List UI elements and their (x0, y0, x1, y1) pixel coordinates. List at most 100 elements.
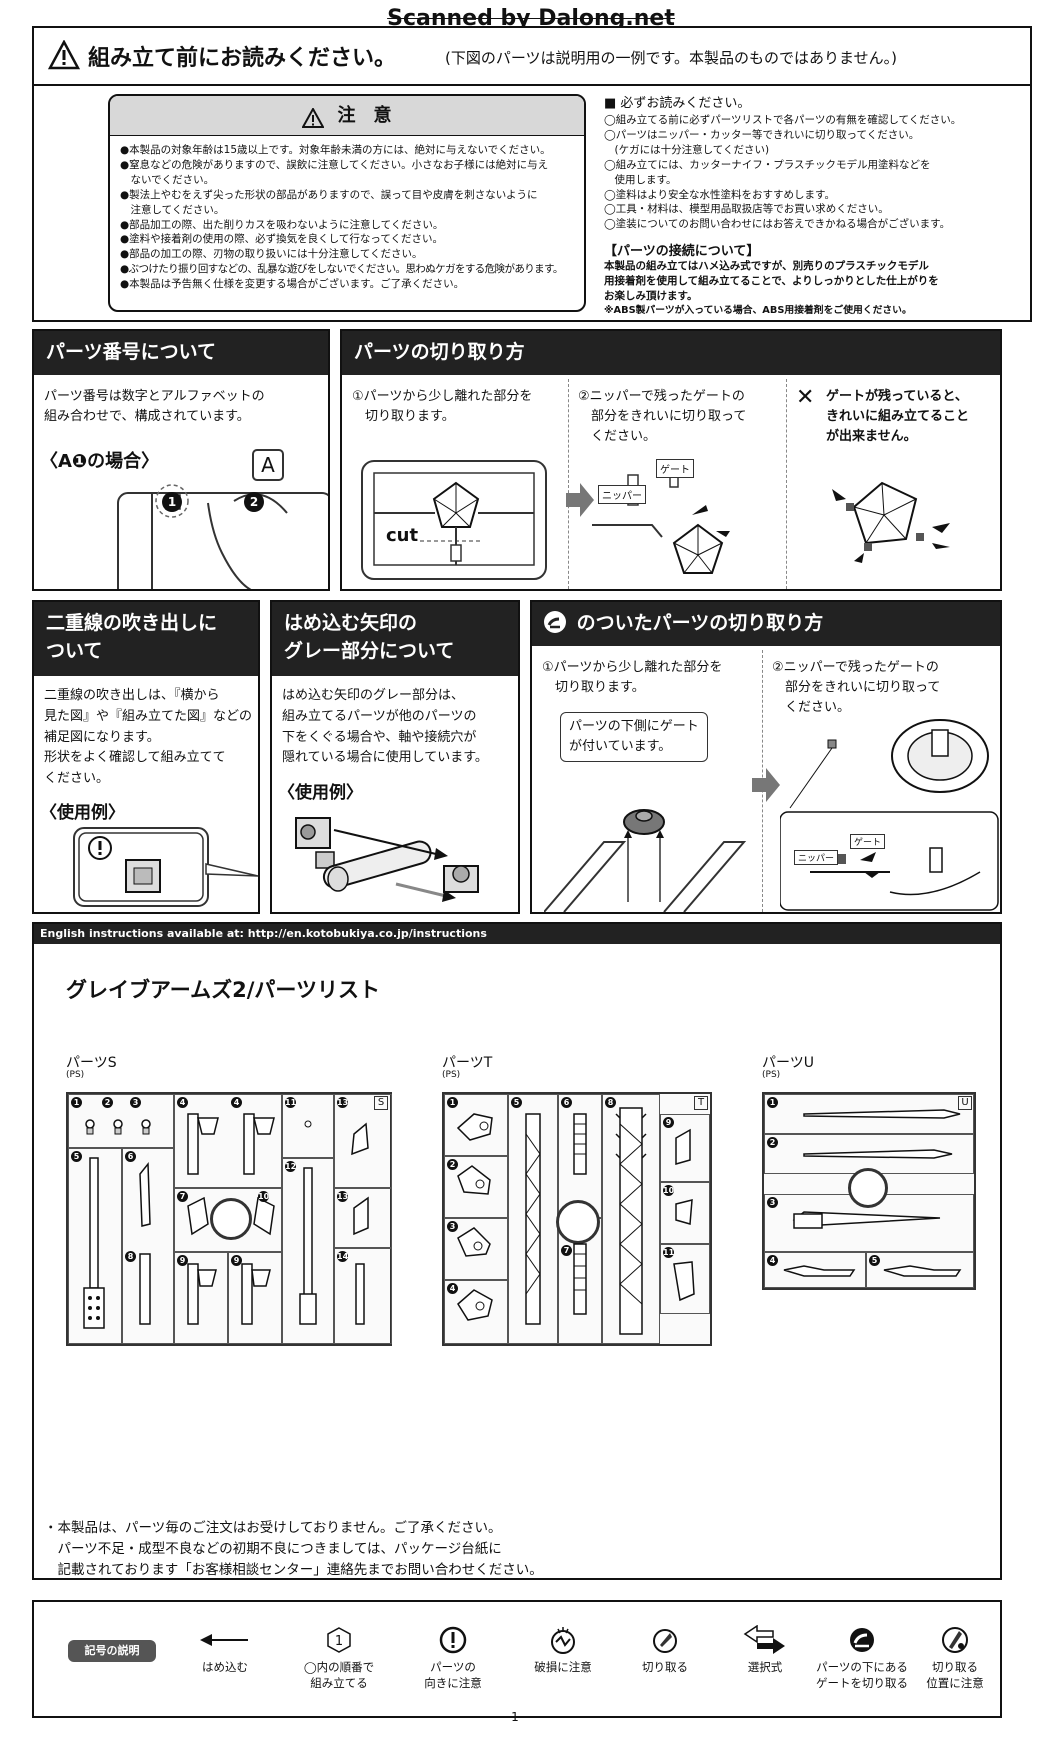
caution-item: ●窒息などの危険がありますので、誤飲に注意してください。小さなお子様には絶対に与… (120, 158, 549, 171)
gray-arrow-text: はめ込む矢印のグレー部分は、 (282, 688, 465, 703)
warning-icon (47, 39, 81, 74)
caution-label: 注 意 (337, 105, 392, 126)
cut-word: cut (384, 525, 421, 546)
read-item: ◯組み立てる前に必ずパーツリストで各パーツの有無を確認してください。 (604, 114, 962, 126)
caution-item: ●ぶつけたり振り回すなどの、乱暴な遊びをしないでください。思わぬケガをする危険が… (120, 263, 563, 276)
sprue-s-material: (PS) (66, 1070, 85, 1080)
caution-item: 注意してください。 (120, 203, 225, 216)
cutting-title: パーツの切り取り方 (342, 331, 1000, 375)
english-instructions-bar[interactable]: English instructions available at: http:… (34, 924, 1000, 944)
cut-icon (610, 1624, 720, 1656)
sprue-example-figure: A 1 2 (112, 443, 328, 589)
gray-arrow-text: 下をくぐる場合や、軸や接続穴が (282, 729, 477, 745)
caution-item: ●塗料や接着剤の使用の際、必ず換気を良くして行なってください。 (120, 233, 444, 246)
legend-text: 向きに注意 (424, 1675, 482, 1690)
precaution-section: 組み立て前にお読みください。 (下図のパーツは説明用の一例です。本製品のものでは… (32, 26, 1032, 322)
parts-note: パーツ不足・成型不良などの初期不良につきましては、パッケージ台紙に (44, 1540, 502, 1557)
under-gate-icon (800, 1624, 924, 1656)
legend-text: 切り取る (932, 1660, 978, 1674)
cut-step2-figure: ニッパー ゲート (592, 455, 782, 589)
read-item: ◯工具・材料は、模型用品取扱店等でお買い求めください。 (604, 203, 889, 216)
caution-list: ●本製品の対象年齢は15歳以上です。対象年齢未満の方には、絶対に与えないでくださ… (120, 143, 582, 292)
precaution-title-note: (下図のパーツは説明用の一例です。本製品のものではありません。) (445, 49, 897, 67)
part-number-text: 組み合わせで、構成されています。 (44, 409, 250, 425)
insert-arrow-icon (170, 1624, 280, 1656)
read-item: (ケガには十分注意してください) (604, 143, 770, 156)
arrow-right-icon (752, 768, 780, 802)
legend-section: 記号の説明 はめ込む 1 ◯内の順番で 組み立てる パーツの 向きに注意 破損に… (32, 1600, 1002, 1718)
under-gate-step1: 切り取ります。 (542, 680, 645, 696)
ng-text: が出来ません。 (826, 429, 917, 445)
legend-item-under-gate: パーツの下にある ゲートを切り取る (800, 1624, 924, 1691)
precaution-header: 組み立て前にお読みください。 (下図のパーツは説明用の一例です。本製品のものでは… (34, 28, 1030, 86)
sprue-s-letter: S (374, 1096, 388, 1110)
under-gate-note: パーツの下側にゲート (569, 719, 699, 734)
parts-note: ・本製品は、パーツ毎のご注文はお受けしておりません。ご了承ください。 (44, 1520, 502, 1536)
under-gate-step2: 部分をきれいに切り取って (772, 680, 941, 696)
sprue-t-name: パーツT (442, 1055, 493, 1071)
part-number-section: パーツ番号について パーツ番号は数字とアルファベットの 組み合わせで、構成されて… (32, 329, 330, 591)
cut-step1-text: 切り取ります。 (352, 409, 455, 425)
parts-list-title: グレイブアームズ2/パーツリスト (66, 978, 380, 1002)
legend-label: 記号の説明 (68, 1640, 156, 1662)
legend-text: ◯内の順番で (303, 1660, 375, 1674)
gray-arrow-text: 隠れている場合に使用しています。 (282, 750, 488, 766)
ng-text: ゲートが残っていると、 (826, 389, 968, 404)
order-number-icon: 1 (284, 1624, 394, 1656)
parts-list-section: English instructions available at: http:… (32, 922, 1002, 1580)
nipper-label: ニッパー (794, 850, 839, 865)
legend-text: はめ込む (202, 1660, 248, 1674)
under-gate-step2: ②ニッパーで残ったゲートの (772, 660, 939, 675)
precaution-title: 組み立て前にお読みください。 (88, 46, 397, 71)
cut-step2-text: ②ニッパーで残ったゲートの (578, 389, 745, 404)
double-line-text: 補足図になります。 (44, 729, 160, 745)
under-gate-section: のついたパーツの切り取り方 ①パーツから少し離れた部分を 切り取ります。 パーツ… (530, 600, 1002, 914)
sprue-letter-tag: A (252, 449, 284, 481)
breakage-icon (508, 1624, 618, 1656)
connect-line: 用接着剤を使用して組み立てることで、よりしっかりとした仕上がりを (604, 275, 939, 288)
sprue-u-name: パーツU (762, 1055, 814, 1071)
double-line-title: ついて (46, 639, 103, 662)
legend-text: パーツの下にある (816, 1660, 908, 1674)
ng-icon: ✕ (796, 385, 815, 410)
caution-item: ●本製品は予告無く仕様を変更する場合がございます。ご了承ください。 (120, 278, 465, 291)
sprue-s-diagram: S (66, 1092, 392, 1346)
legend-item-cut: 切り取る (610, 1624, 720, 1676)
legend-item-choice: 選択式 (710, 1624, 820, 1676)
read-title: ■ 必ずお読みください。 (604, 96, 751, 111)
sprue-s-name: パーツS (66, 1055, 117, 1071)
double-line-figure (72, 826, 258, 912)
cut-step2-text: ください。 (578, 429, 657, 445)
sprue-u-material: (PS) (762, 1070, 781, 1080)
read-item: ◯塗装についてのお問い合わせにはお答えできかねる場合がございます。 (604, 218, 951, 231)
under-gate-step1-figure (543, 782, 754, 912)
gray-arrow-title: はめ込む矢印の (284, 612, 418, 634)
connect-title: 【パーツの接続について】 (604, 244, 760, 260)
double-line-example: 〈使用例〉 (40, 803, 125, 823)
caution-item: ●部品の加工の際、刃物の取り扱いには十分注意してください。 (120, 248, 423, 261)
caution-box: 注 意 ●本製品の対象年齢は15歳以上です。対象年齢未満の方には、絶対に与えない… (108, 94, 586, 312)
gate-label: ゲート (850, 834, 886, 849)
legend-text: 切り取る (642, 1660, 688, 1674)
legend-text: 選択式 (747, 1660, 783, 1674)
legend-text: パーツの (430, 1660, 476, 1674)
cut-step1-text: ①パーツから少し離れた部分を (352, 389, 533, 404)
under-gate-callout: パーツの下側にゲート が付いています。 (560, 712, 708, 763)
under-gate-step1: ①パーツから少し離れた部分を (542, 660, 723, 675)
under-gate-title: のついたパーツの切り取り方 (576, 612, 824, 634)
gray-arrow-title: グレー部分について (284, 639, 455, 662)
caution-item: ●製法上やむをえず尖った形状の部品がありますので、誤って目や皮膚を刺さないように (120, 188, 538, 201)
double-line-text: 形状をよく確認して組み立てて (44, 750, 226, 766)
double-line-text: ください。 (44, 771, 110, 787)
sprue-t-letter: T (694, 1096, 708, 1110)
legend-item-insert: はめ込む (170, 1624, 280, 1676)
legend-item-order: 1 ◯内の順番で 組み立てる (284, 1624, 394, 1691)
read-carefully: ■ 必ずお読みください。 ◯組み立てる前に必ずパーツリストで各パーツの有無を確認… (604, 92, 1028, 318)
double-line-title: 二重線の吹き出しに (46, 612, 218, 634)
under-gate-step2-figure: ニッパー ゲート (779, 712, 1000, 912)
caution-item: ないでください。 (120, 173, 215, 186)
legend-text: 破損に注意 (534, 1660, 592, 1674)
double-line-text: 見た図』や『組み立てた図』などの (44, 708, 253, 724)
